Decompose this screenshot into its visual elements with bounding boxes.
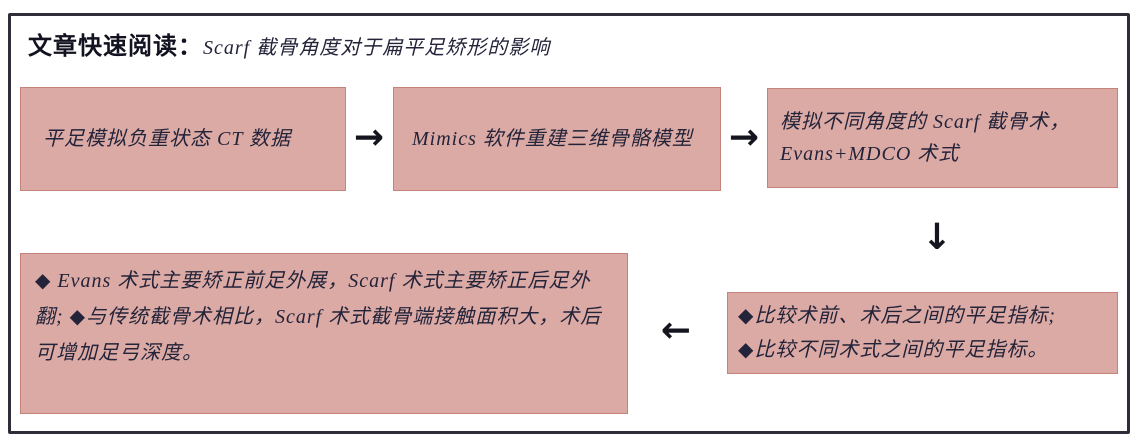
flow-step-simulate-osteotomy: 模拟不同角度的 Scarf 截骨术，Evans+MDCO 术式 [767,88,1118,188]
conclusions-item-1: ◆ Evans 术式主要矫正前足外展，Scarf 术式主要矫正后足外翻; [35,270,591,328]
arrow-right-2-icon: → [728,117,760,158]
arrow-right-1-icon: → [353,117,385,158]
flow-step-simulate-osteotomy-label: 模拟不同角度的 Scarf 截骨术，Evans+MDCO 术式 [780,111,1071,165]
flow-step-ct-data-label: 平足模拟负重状态 CT 数据 [43,128,292,150]
conclusions-item-2: ◆与传统截骨术相比，Scarf 术式截骨端接触面积大，术后可增加足弓深度。 [35,306,602,364]
page-title: 文章快速阅读：Scarf 截骨角度对于扁平足矫形的影响 [28,26,550,61]
compare-indicators-item-1: ◆比较术前、术后之间的平足指标; [738,305,1057,327]
frame-border [8,13,1130,434]
compare-indicators-item-2: ◆比较不同术式之间的平足指标。 [738,339,1049,361]
flow-step-compare-indicators: ◆比较术前、术后之间的平足指标; ◆比较不同术式之间的平足指标。 [727,292,1118,374]
arrow-down-icon: ↓ [921,217,953,258]
arrow-left-icon: ← [660,310,692,351]
flow-step-mimics-model: Mimics 软件重建三维骨骼模型 [393,87,721,191]
flow-step-conclusions: ◆ Evans 术式主要矫正前足外展，Scarf 术式主要矫正后足外翻; ◆与传… [20,253,628,414]
title-subtitle: Scarf 截骨角度对于扁平足矫形的影响 [203,37,551,59]
title-prefix: 文章快速阅读： [28,33,203,60]
flow-step-ct-data: 平足模拟负重状态 CT 数据 [20,87,346,191]
flow-step-mimics-model-label: Mimics 软件重建三维骨骼模型 [412,128,693,150]
